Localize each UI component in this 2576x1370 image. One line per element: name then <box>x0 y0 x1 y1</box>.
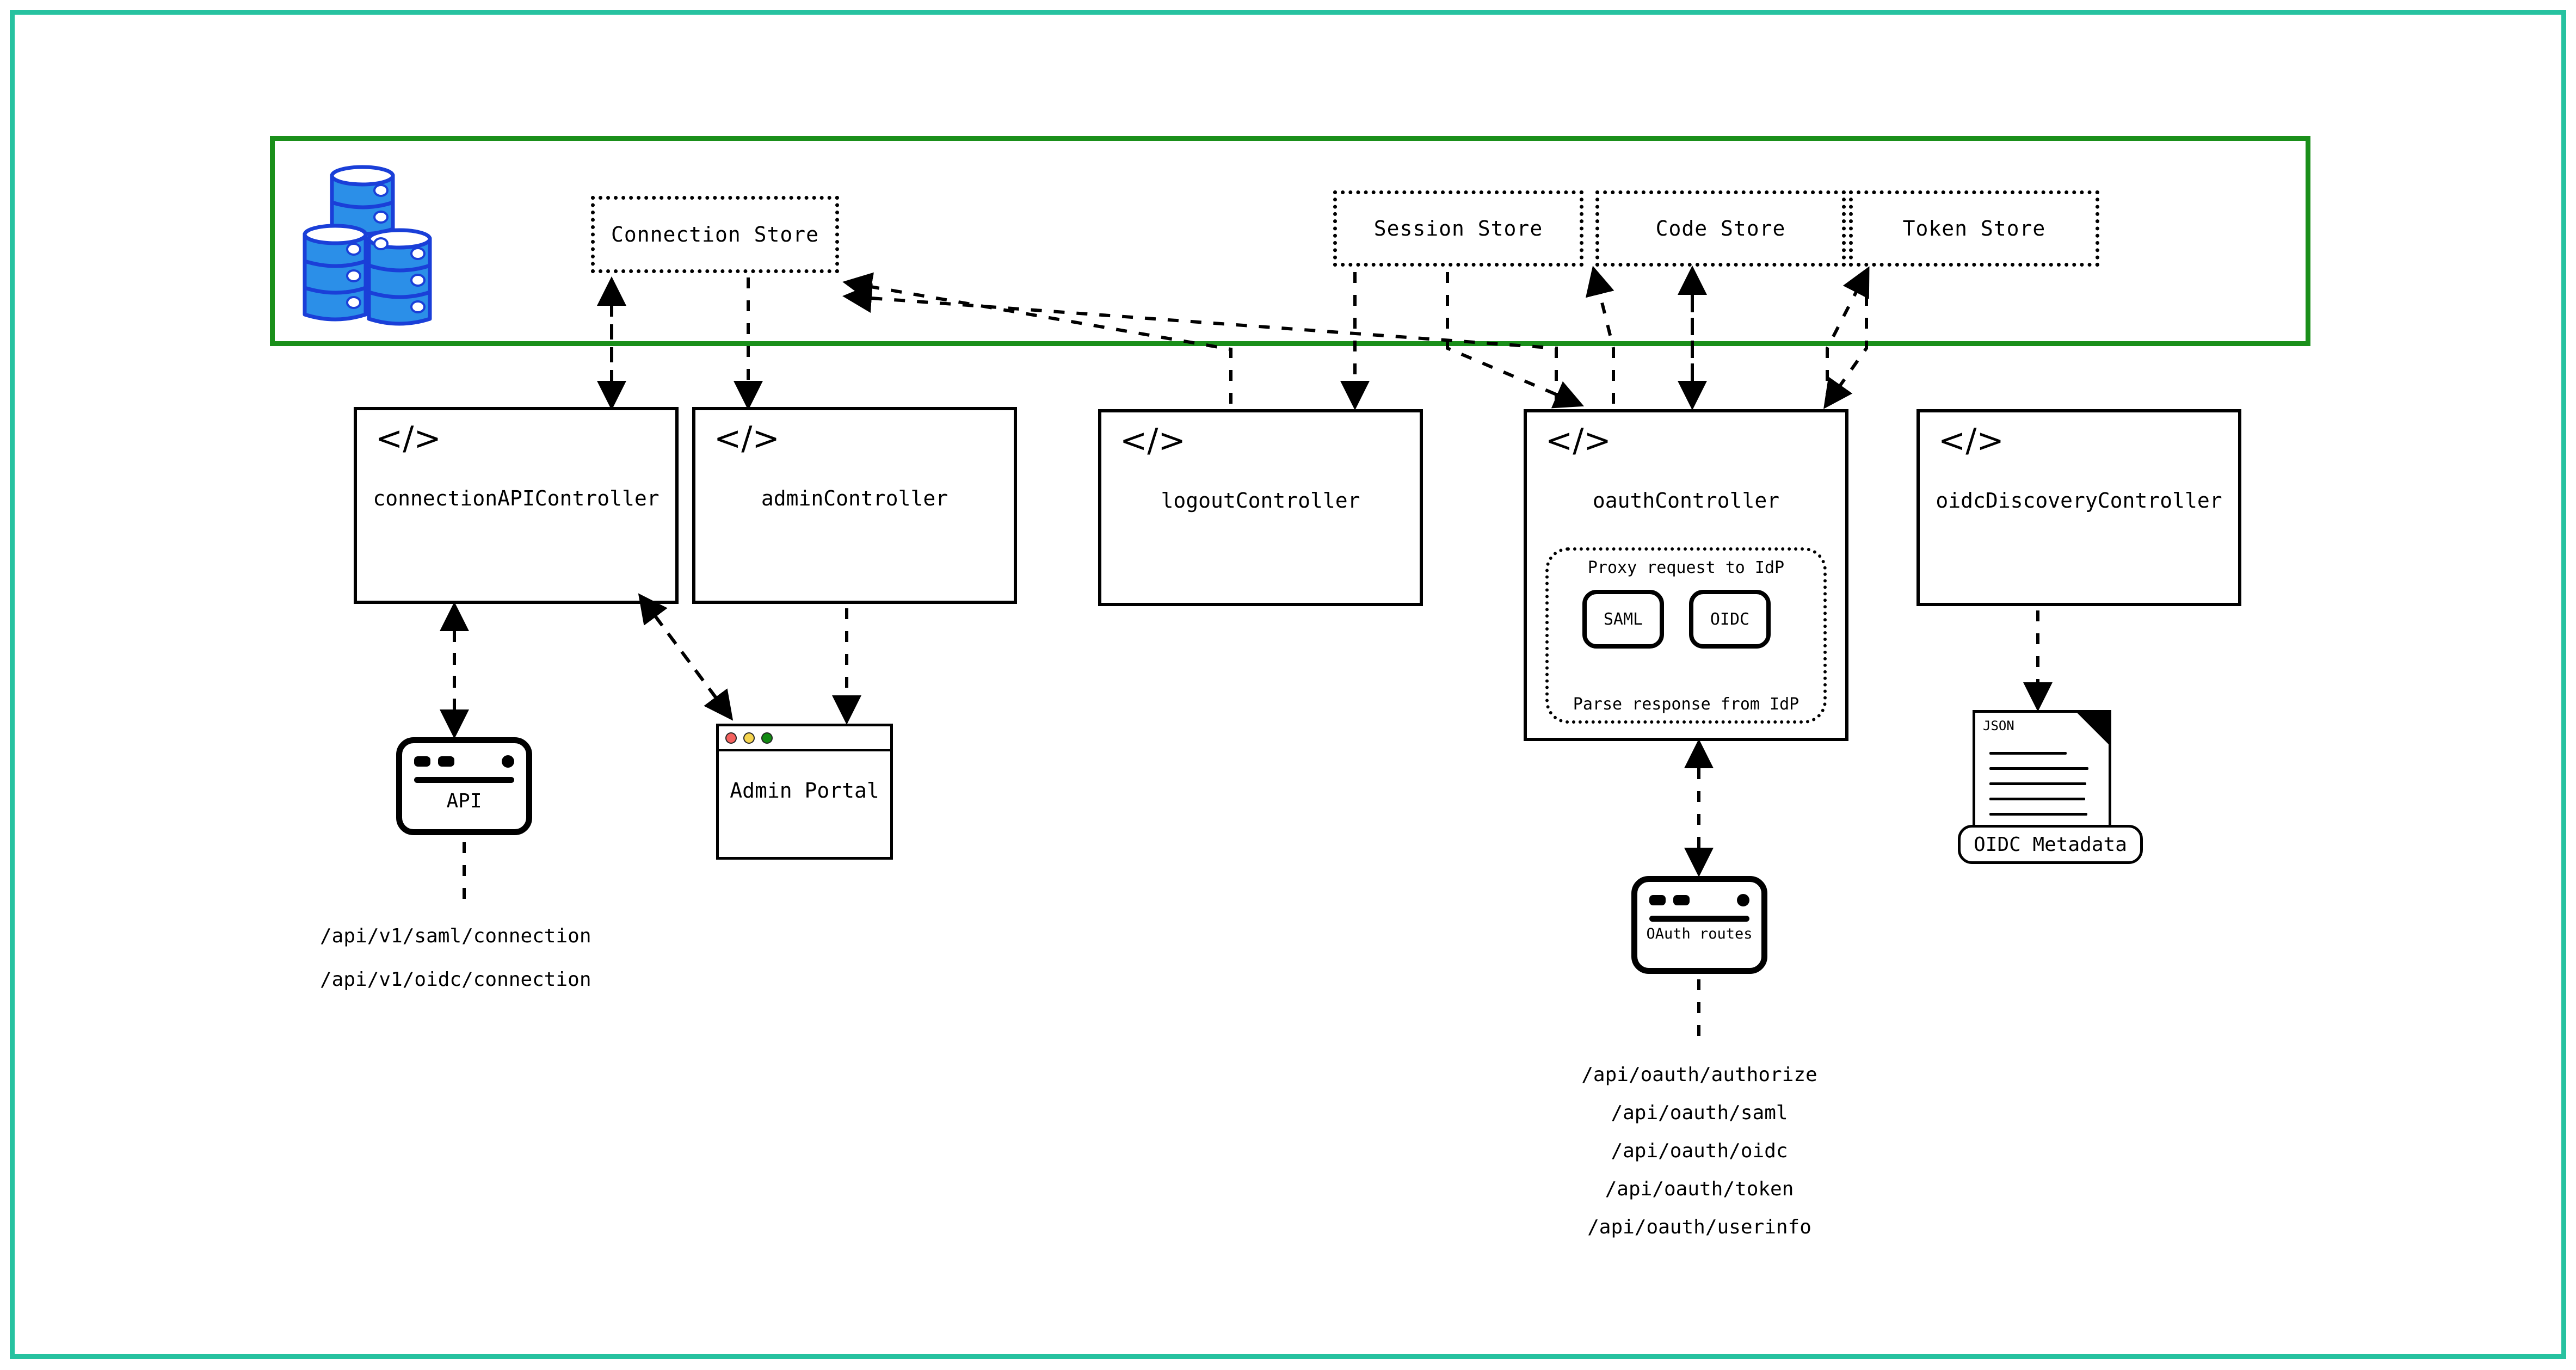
window-control-dot <box>1737 894 1749 906</box>
oidc-metadata-label: OIDC Metadata <box>1974 833 2127 856</box>
admin-portal-node[interactable]: Admin Portal <box>716 724 893 860</box>
doc-line <box>1989 767 2088 770</box>
oauth-endpoint-0: /api/oauth/authorize <box>1581 1064 1817 1086</box>
doc-line <box>1989 813 2087 816</box>
admin-portal-label: Admin Portal <box>730 779 879 803</box>
connection-endpoint-1: /api/v1/oidc/connection <box>320 968 591 991</box>
doc-line <box>1989 782 2086 785</box>
code-tag-icon: </> <box>1938 422 2004 460</box>
code-tag-icon: </> <box>375 419 441 458</box>
oidc-pill[interactable]: OIDC <box>1689 590 1771 649</box>
oidc-pill-label: OIDC <box>1710 609 1750 629</box>
store-code-store[interactable]: Code Store <box>1595 190 1846 267</box>
store-label: Code Store <box>1655 217 1786 240</box>
json-tag-label: JSON <box>1983 718 2014 733</box>
connection-endpoint-0: /api/v1/saml/connection <box>320 925 591 947</box>
saml-pill-label: SAML <box>1603 609 1643 629</box>
window-control-dot <box>414 756 430 767</box>
oauth-endpoint-4: /api/oauth/userinfo <box>1587 1216 1811 1238</box>
oidc-metadata-label-pill[interactable]: OIDC Metadata <box>1958 825 2143 864</box>
window-control-dot <box>1673 895 1690 905</box>
oauth-endpoint-list: /api/oauth/authorize /api/oauth/saml /ap… <box>1536 1064 1863 1238</box>
browser-url-bar <box>414 777 514 783</box>
oauth-routes-label: OAuth routes <box>1646 925 1753 942</box>
browser-url-bar <box>1649 916 1749 922</box>
window-control-dot <box>1649 895 1666 905</box>
code-tag-icon: </> <box>714 419 780 458</box>
browser-titlebar <box>414 753 514 772</box>
store-label: Connection Store <box>611 223 819 246</box>
oauth-routes-node[interactable]: OAuth routes <box>1631 876 1767 974</box>
store-connection-store[interactable]: Connection Store <box>591 196 839 273</box>
parse-response-label: Parse response from IdP <box>1573 695 1799 714</box>
controller-label: oidcDiscoveryController <box>1936 489 2222 513</box>
outer-frame <box>10 10 2566 1359</box>
store-token-store[interactable]: Token Store <box>1849 190 2099 267</box>
page-fold-icon <box>2076 712 2110 745</box>
minimize-dot-icon[interactable] <box>743 732 755 744</box>
saml-pill[interactable]: SAML <box>1582 590 1664 649</box>
doc-line <box>1989 752 2067 755</box>
proxy-idp-group: Proxy request to IdP SAML OIDC Parse res… <box>1545 547 1827 724</box>
api-label: API <box>446 790 482 812</box>
controller-oauth-controller[interactable]: </> oauthController Proxy request to IdP… <box>1524 409 1848 741</box>
controller-label: oauthController <box>1592 489 1780 513</box>
maximize-dot-icon[interactable] <box>761 732 773 744</box>
oauth-endpoint-3: /api/oauth/token <box>1605 1178 1794 1200</box>
api-client-node[interactable]: API <box>396 737 532 835</box>
doc-line <box>1989 798 2085 800</box>
store-label: Token Store <box>1902 217 2046 240</box>
controller-label: adminController <box>761 486 948 510</box>
controller-connection-api-controller[interactable]: </> connectionAPIController <box>354 407 679 604</box>
proxy-request-label: Proxy request to IdP <box>1587 558 1785 577</box>
controller-admin-controller[interactable]: </> adminController <box>692 407 1017 604</box>
controller-oidc-discovery-controller[interactable]: </> oidcDiscoveryController <box>1916 409 2241 606</box>
code-tag-icon: </> <box>1120 422 1186 460</box>
close-dot-icon[interactable] <box>725 732 737 744</box>
code-tag-icon: </> <box>1545 422 1611 460</box>
store-label: Session Store <box>1373 217 1543 240</box>
window-control-dot <box>502 755 514 768</box>
controller-label: logoutController <box>1161 489 1360 513</box>
controller-label: connectionAPIController <box>373 486 660 510</box>
oauth-endpoint-1: /api/oauth/saml <box>1611 1102 1788 1124</box>
store-session-store[interactable]: Session Store <box>1333 190 1583 267</box>
controller-logout-controller[interactable]: </> logoutController <box>1098 409 1423 606</box>
portal-titlebar <box>719 726 890 751</box>
oauth-endpoint-2: /api/oauth/oidc <box>1611 1140 1788 1162</box>
browser-titlebar <box>1649 892 1749 910</box>
window-control-dot <box>438 756 454 767</box>
